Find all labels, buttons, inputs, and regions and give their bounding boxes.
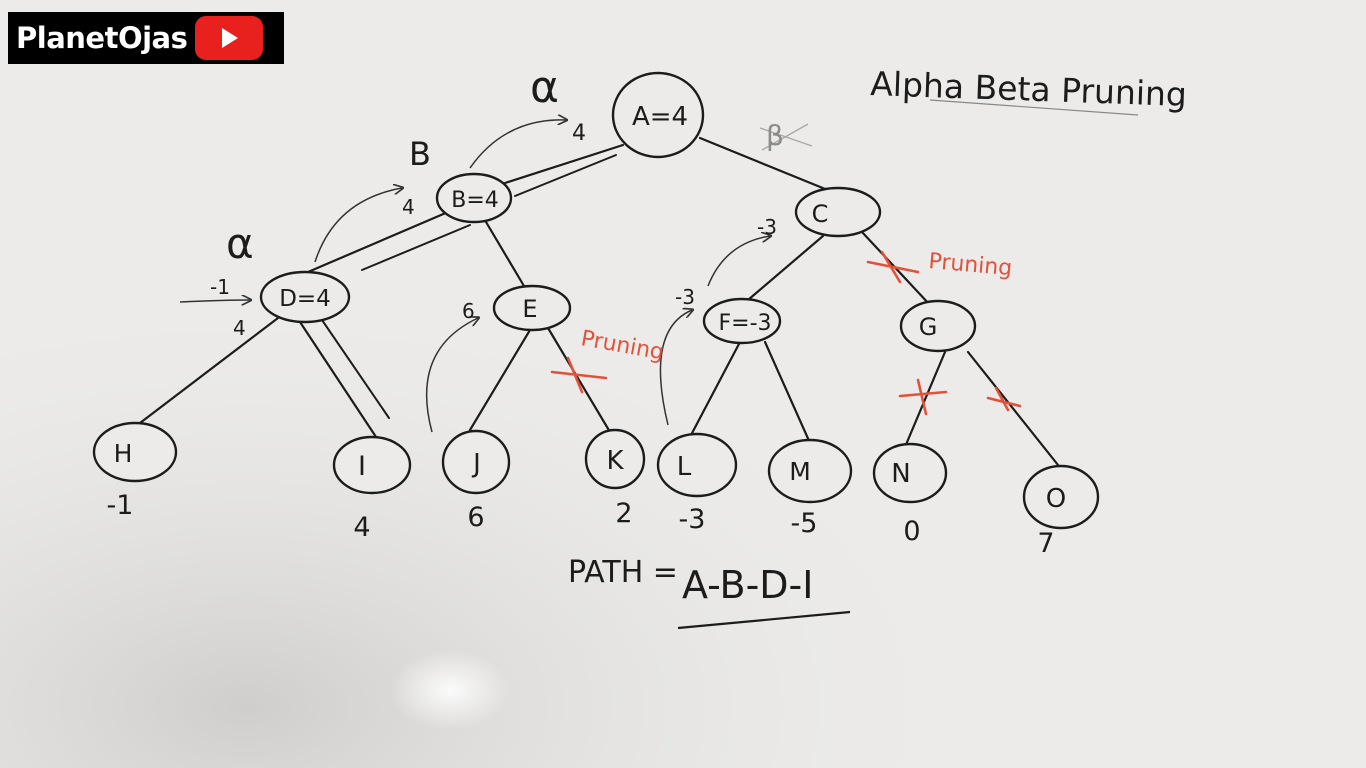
node-l bbox=[656, 432, 738, 498]
node-n-label: N bbox=[891, 459, 910, 489]
edge-g-n bbox=[903, 350, 947, 449]
value-arrow-to-c: -3 bbox=[757, 215, 777, 239]
node-h bbox=[92, 421, 178, 483]
crossed-beta-strike bbox=[759, 123, 813, 151]
node-d-label: D=4 bbox=[279, 286, 331, 312]
value-arrow-to-d: 4 bbox=[233, 316, 246, 340]
edge-b-d bbox=[306, 210, 450, 274]
highlight-a-b bbox=[514, 154, 617, 197]
edge-e-j bbox=[468, 328, 532, 432]
node-n bbox=[872, 442, 948, 504]
value-j: 6 bbox=[467, 502, 484, 533]
edge-f-m bbox=[763, 340, 812, 445]
leaf-values: -1 4 6 2 -3 -5 0 7 bbox=[107, 490, 1055, 559]
channel-name: PlanetOjas bbox=[16, 21, 188, 55]
arrow-l-to-f bbox=[659, 310, 692, 426]
alpha-symbol-top: α bbox=[530, 62, 559, 113]
propagation-arrows bbox=[179, 120, 770, 433]
node-b-label: B=4 bbox=[451, 188, 499, 213]
value-l: -3 bbox=[679, 504, 706, 535]
node-i bbox=[332, 435, 412, 495]
node-f-label: F=-3 bbox=[718, 311, 771, 336]
value-arrow-to-a: 4 bbox=[572, 121, 586, 146]
node-k bbox=[584, 428, 646, 490]
edge-g-o bbox=[966, 350, 1064, 472]
arrow-j-to-e bbox=[425, 318, 478, 433]
arrow-into-d bbox=[179, 300, 250, 302]
node-c bbox=[794, 186, 882, 238]
tree-edges bbox=[138, 136, 1064, 472]
d-side-label: -1 bbox=[210, 275, 230, 299]
edge-f-l bbox=[688, 340, 742, 439]
highlight-d-i bbox=[321, 319, 390, 419]
node-h-label: H bbox=[114, 439, 133, 468]
edge-d-i bbox=[298, 320, 382, 445]
edge-b-e bbox=[484, 220, 526, 288]
node-d bbox=[259, 270, 351, 324]
node-c-label: C bbox=[812, 200, 829, 228]
node-m-label: M bbox=[789, 457, 811, 486]
tree-nodes bbox=[92, 71, 1100, 530]
node-b bbox=[435, 172, 513, 224]
arrow-b-to-a bbox=[469, 120, 566, 169]
path-underline bbox=[677, 610, 851, 630]
node-g-label: G bbox=[919, 313, 938, 341]
node-a-label: A=4 bbox=[632, 102, 688, 132]
node-e-label: E bbox=[522, 295, 537, 323]
board-glare bbox=[390, 650, 510, 730]
arrow-d-to-b bbox=[314, 188, 402, 263]
youtube-play-icon bbox=[195, 16, 264, 60]
node-k-label: K bbox=[606, 446, 624, 476]
value-n: 0 bbox=[903, 516, 920, 547]
node-j-label: J bbox=[471, 449, 481, 479]
edge-c-f bbox=[746, 234, 825, 302]
edge-a-c bbox=[698, 136, 837, 195]
prune-cross-c-g bbox=[866, 250, 920, 284]
value-k: 2 bbox=[615, 498, 632, 529]
path-value: A-B-D-I bbox=[682, 563, 813, 607]
edge-a-b bbox=[503, 143, 625, 185]
node-l-label: L bbox=[677, 452, 692, 482]
channel-logo: PlanetOjas bbox=[8, 12, 284, 64]
node-a bbox=[611, 71, 705, 159]
alpha-symbol-left: α bbox=[226, 219, 254, 268]
crossed-beta-symbol: β bbox=[766, 119, 784, 152]
pruning-marks bbox=[550, 250, 1022, 416]
play-icon bbox=[222, 28, 239, 48]
node-o-label: O bbox=[1046, 484, 1066, 514]
node-j bbox=[441, 429, 511, 495]
highlight-b-d bbox=[361, 224, 471, 271]
annotations: α B α 4 4 4 -1 6 -3 -3 bbox=[210, 62, 777, 340]
arrow-f-to-c bbox=[707, 236, 770, 287]
value-h: -1 bbox=[107, 490, 134, 521]
node-f bbox=[702, 297, 782, 345]
node-g bbox=[899, 299, 977, 353]
prune-cross-g-o bbox=[986, 386, 1022, 412]
node-o bbox=[1022, 464, 1100, 530]
value-o: 7 bbox=[1037, 528, 1054, 559]
path-label: PATH = bbox=[568, 555, 678, 590]
prune-cross-g-n bbox=[898, 378, 948, 416]
node-labels: A=4 B=4 C D=4 E F=-3 G H I J K L M N O bbox=[114, 102, 1067, 514]
value-m: -5 bbox=[791, 508, 818, 539]
value-arrow-to-b: 4 bbox=[402, 195, 415, 219]
crossed-beta: β bbox=[759, 119, 813, 152]
beta-letter: B bbox=[409, 135, 431, 173]
node-e bbox=[492, 284, 572, 332]
node-i-label: I bbox=[358, 451, 366, 482]
value-arrow-to-e: 6 bbox=[462, 299, 475, 323]
path-highlight-lines bbox=[321, 154, 617, 419]
node-m bbox=[767, 438, 853, 504]
edge-d-h bbox=[138, 316, 280, 425]
value-i: 4 bbox=[353, 512, 370, 543]
value-arrow-to-f: -3 bbox=[675, 285, 695, 309]
title-underline bbox=[929, 99, 1139, 116]
prune-cross-e-k bbox=[550, 356, 608, 394]
edge-e-k bbox=[546, 326, 612, 434]
